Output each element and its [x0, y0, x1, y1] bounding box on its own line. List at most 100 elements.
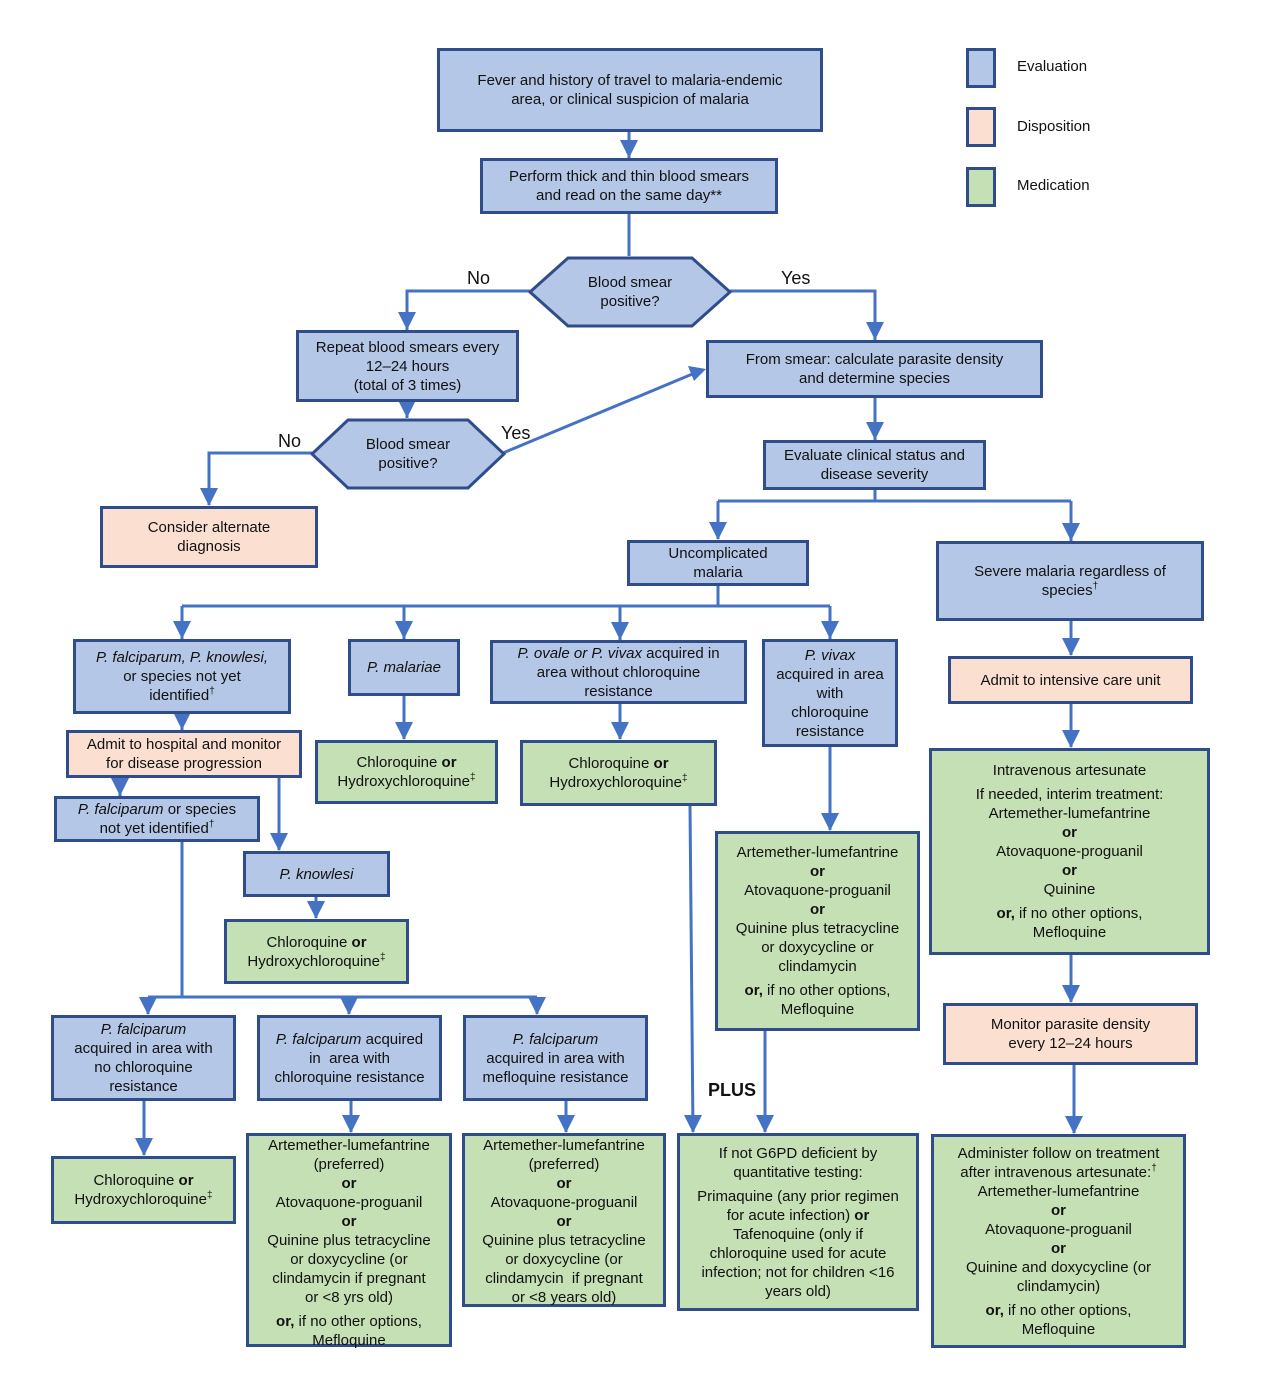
- node-text: clindamycin if pregnant: [272, 1270, 426, 1287]
- node-text: or: [178, 1172, 194, 1189]
- node-text: or: [341, 1175, 357, 1192]
- legend-swatch-disposition: [966, 107, 996, 147]
- node-text: resistance: [795, 722, 865, 740]
- node-text: or: [441, 754, 457, 771]
- node-text: Quinine plus tetracycline: [482, 1232, 646, 1249]
- node-text: Tafenoquine (only if: [732, 1225, 864, 1243]
- node-text: clindamycin: [778, 958, 857, 975]
- edge-clinical-split: [716, 489, 1073, 541]
- node-text: Hydroxychloroquine: [247, 952, 380, 970]
- edge-decision1-yes: [730, 289, 877, 340]
- node-text: acquired in area with: [486, 1049, 625, 1067]
- node-text: or: [653, 755, 669, 772]
- node-text: Quinine plus tetracycline: [735, 920, 900, 937]
- node-text: clindamycin if pregnant: [485, 1270, 643, 1287]
- edge-label-no: No: [278, 431, 302, 451]
- arrowhead: [1062, 730, 1080, 748]
- arrowhead: [611, 622, 629, 640]
- node-text: or doxycycline or: [761, 939, 874, 956]
- arrowhead: [688, 366, 706, 381]
- node-text: P. knowlesi: [279, 865, 354, 883]
- arrowhead: [1062, 638, 1080, 656]
- arrowhead: [866, 322, 884, 340]
- arrowhead: [1062, 523, 1080, 541]
- node-text: Atovaquone-proguanil: [744, 882, 891, 899]
- node-text: resistance: [584, 682, 653, 700]
- node-admit-hospital: Admit to hospital and monitor for diseas…: [66, 730, 302, 778]
- arrowhead: [139, 997, 157, 1015]
- edge-label-yes: Yes: [501, 423, 531, 443]
- node-text: acquired in: [641, 644, 720, 662]
- arrowhead: [821, 621, 839, 639]
- node-pk-medication: Chloroquine or Hydroxychloroquine‡: [224, 919, 409, 984]
- node-pf-mq-resistance: P. falciparum acquired in area with mefl…: [463, 1015, 648, 1101]
- node-text: Consider alternate: [147, 519, 271, 536]
- node-text: Atovaquone-proguanil: [490, 1194, 638, 1211]
- node-severe-malaria: Severe malaria regardless of species†: [936, 541, 1204, 621]
- node-text: Mefloquine: [780, 1001, 855, 1018]
- node-text: positive?: [378, 455, 438, 472]
- node-text: Artemether-lumefantrine: [268, 1137, 430, 1154]
- node-povale-medication: Chloroquine or Hydroxychloroquine‡: [520, 740, 717, 806]
- node-text: Primaquine (any prior regimen: [697, 1187, 899, 1205]
- node-text: area without chloroquine: [536, 663, 701, 681]
- node-text: or doxycycline (or: [290, 1251, 408, 1268]
- edge-decision1-no: [405, 289, 530, 330]
- node-text: or,: [996, 905, 1015, 922]
- arrowhead: [173, 621, 191, 639]
- node-text: Chloroquine: [356, 754, 438, 771]
- node-p-malariae: P. malariae: [348, 639, 460, 696]
- node-text: Mefloquine: [1032, 924, 1107, 941]
- legend-label-disposition: Disposition: [1017, 118, 1091, 135]
- node-text: P. ovale or P. vivax: [517, 644, 642, 662]
- node-text: Chloroquine: [568, 755, 650, 772]
- node-text: Quinine and doxycycline (or: [965, 1258, 1152, 1276]
- arrowhead: [111, 778, 129, 796]
- node-text: P. falciparum: [100, 1021, 187, 1038]
- node-consider-alternate: Consider alternate diagnosis: [100, 506, 318, 568]
- node-text: and determine species: [799, 370, 950, 387]
- node-text: or: [351, 933, 367, 951]
- node-text: or <8 yrs old): [305, 1289, 393, 1306]
- node-text: or: [1051, 1201, 1066, 1219]
- decision-hexagon-2: [310, 418, 506, 490]
- node-followon-treatment: Administer follow on treatment after int…: [931, 1134, 1186, 1348]
- footnote-mark: ‡: [470, 772, 476, 783]
- node-text: or: [1062, 862, 1077, 879]
- node-text: Blood smear: [587, 274, 673, 291]
- edge-uncomplicated-split: [180, 585, 832, 640]
- node-text: Atovaquone-proguanil: [996, 843, 1143, 860]
- node-text: Uncomplicated: [668, 545, 768, 562]
- footnote-mark: †: [1092, 581, 1099, 592]
- node-text: (preferred): [528, 1156, 600, 1173]
- node-text: if no other options,: [762, 982, 891, 999]
- node-text: Severe malaria regardless of: [974, 563, 1166, 580]
- legend-swatch-medication: [966, 167, 996, 207]
- node-monitor-density: Monitor parasite density every 12–24 hou…: [943, 1003, 1198, 1065]
- arrowhead: [611, 722, 629, 740]
- node-text: P. falciparum: [512, 1030, 599, 1048]
- node-repeat-smears: Repeat blood smears every 12–24 hours (t…: [296, 330, 519, 402]
- node-text: Atovaquone-proguanil: [985, 1220, 1132, 1238]
- node-text: Mefloquine: [1021, 1320, 1096, 1338]
- node-clinical-status: Evaluate clinical status and disease sev…: [763, 440, 986, 490]
- node-text: Hydroxychloroquine: [549, 774, 682, 791]
- arrowhead: [557, 1115, 575, 1133]
- node-text: or,: [744, 982, 763, 999]
- node-text: malaria: [693, 564, 743, 581]
- node-text: Artemether-lumefantrine: [483, 1137, 645, 1154]
- footnote-mark: ‡: [682, 773, 688, 784]
- arrowhead: [620, 140, 638, 158]
- node-text: or doxycycline (or: [505, 1251, 623, 1268]
- node-text: or: [556, 1213, 572, 1230]
- node-pf-cq-medication: Artemether-lumefantrine (preferred) or A…: [246, 1133, 452, 1349]
- node-text: or: [341, 1213, 357, 1230]
- decision-1-label: Blood smear positive?: [560, 262, 700, 322]
- node-text: From smear: calculate parasite density: [745, 351, 1004, 368]
- node-text: mefloquine resistance: [482, 1068, 629, 1086]
- node-text: P. falciparum: [275, 1030, 362, 1048]
- node-text: Administer follow on treatment: [957, 1144, 1160, 1162]
- node-text: in area with: [309, 1049, 390, 1067]
